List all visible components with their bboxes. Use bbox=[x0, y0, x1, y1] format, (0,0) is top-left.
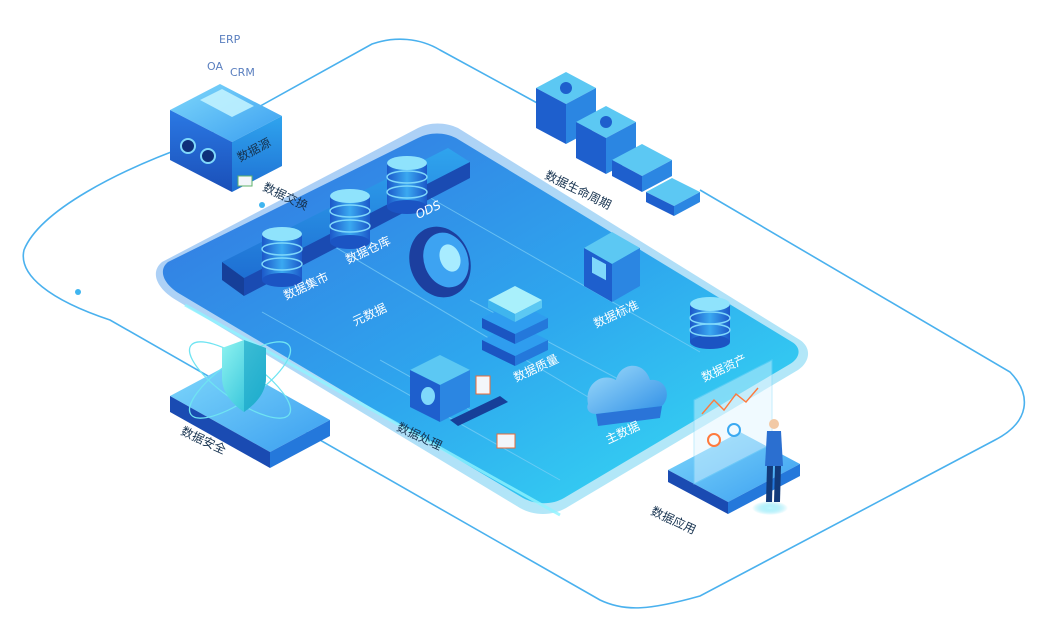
flow-loop-line bbox=[22, 38, 1026, 609]
data-standard-box bbox=[584, 232, 640, 302]
label-data-application: 数据应用 bbox=[649, 503, 699, 537]
data-quality-stack bbox=[482, 286, 548, 366]
database-cylinder-assets bbox=[689, 297, 731, 349]
flow-node bbox=[75, 289, 81, 295]
data-processing-machine bbox=[410, 355, 516, 449]
shield-icon bbox=[222, 340, 266, 412]
oa-tag: OA bbox=[207, 60, 223, 73]
database-cylinder-ods bbox=[386, 156, 428, 214]
data-lifecycle-cubes bbox=[536, 72, 700, 216]
glow-line bbox=[184, 303, 561, 517]
database-cylinder-warehouse bbox=[329, 189, 371, 249]
cloud-icon bbox=[587, 365, 667, 426]
erp-tag: ERP bbox=[219, 33, 241, 46]
database-cylinder-mart bbox=[261, 227, 303, 287]
flow-node bbox=[259, 202, 265, 208]
crm-tag: CRM bbox=[230, 66, 255, 79]
metadata-disc bbox=[409, 226, 471, 298]
data-source-cube bbox=[170, 84, 282, 192]
person-figure bbox=[765, 419, 783, 502]
